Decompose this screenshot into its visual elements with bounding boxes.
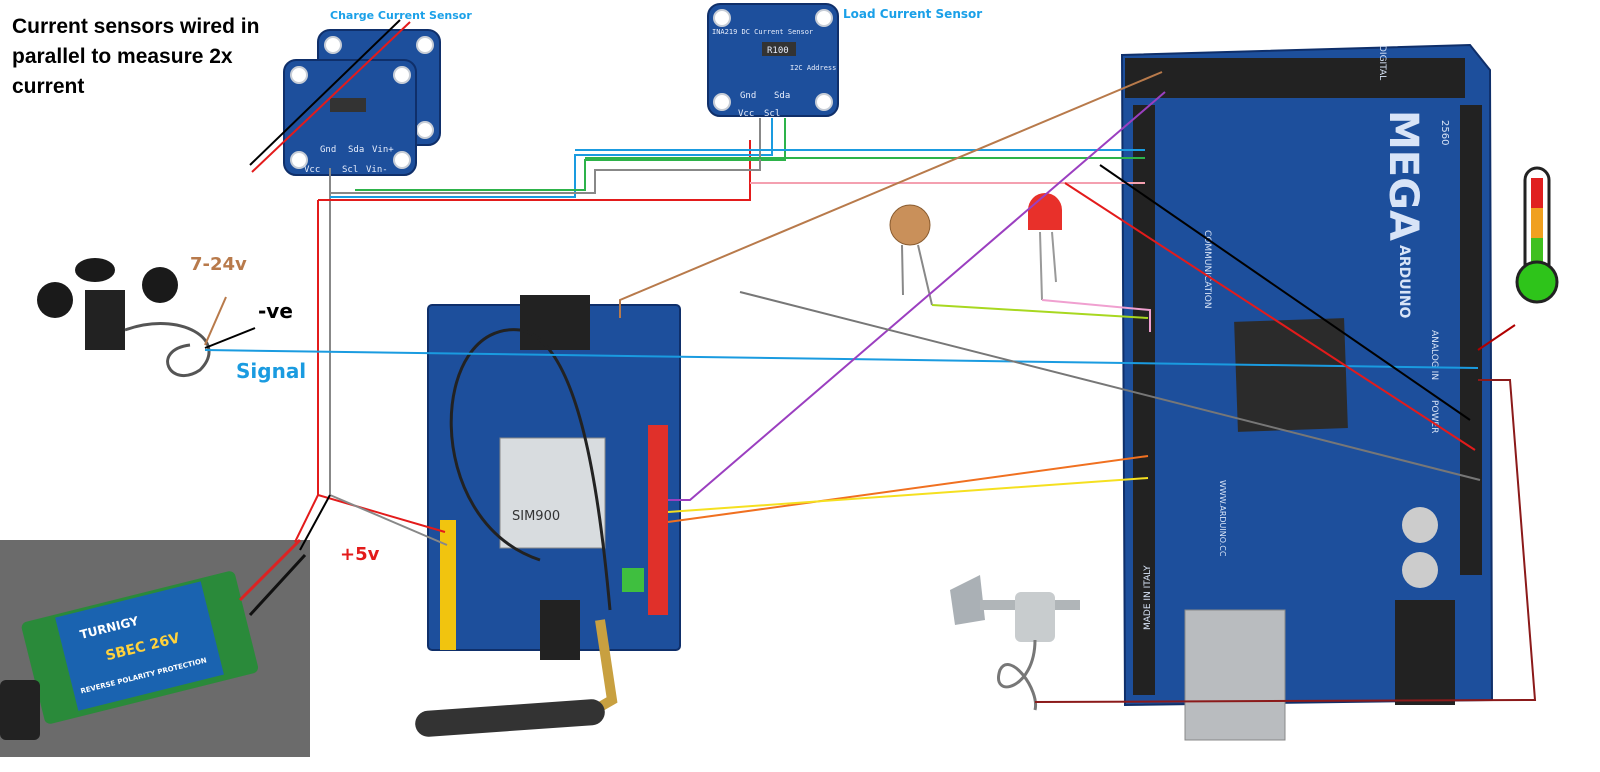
wires xyxy=(204,19,1537,703)
load-current-sensor: INA219 DC Current Sensor R100 I2C Addres… xyxy=(707,3,839,119)
analog-section-label: ANALOG IN xyxy=(1429,330,1439,380)
pin-label: Sda xyxy=(348,145,364,155)
charge-sensor-label: Charge Current Sensor xyxy=(330,9,472,22)
power-section-label: POWER xyxy=(1429,400,1439,433)
made-in-label: MADE IN ITALY xyxy=(1143,565,1153,630)
sensor-board-name: INA219 DC Current Sensor xyxy=(712,28,813,36)
resistor-label: R100 xyxy=(767,46,789,56)
temperature-sensor-icon xyxy=(1515,166,1559,304)
pin-label: Scl xyxy=(342,165,358,175)
light-dependent-resistor xyxy=(889,204,933,306)
i2c-address-label: I2C Address xyxy=(790,64,836,72)
red-led xyxy=(1028,193,1062,301)
sim900-gsm-shield: SIM900 xyxy=(415,295,681,737)
plus5v-label: +5v xyxy=(340,544,380,565)
pin-label: Vin+ xyxy=(372,145,394,155)
title-note: Current sensors wired in parallel to mea… xyxy=(12,15,260,98)
arduino-mega-board: MEGA ARDUINO 2560 COMMUNICATION ANALOG I… xyxy=(1120,43,1494,741)
negative-label: -ve xyxy=(258,299,293,323)
pin-label: Gnd xyxy=(320,145,336,155)
arduino-logo-text: ARDUINO xyxy=(1396,245,1412,319)
pin-label: Vcc xyxy=(738,109,754,119)
site-label: WWW.ARDUINO.CC xyxy=(1218,480,1227,557)
voltage-input-label: 7-24v xyxy=(190,254,247,275)
pin-label: Vin- xyxy=(366,165,388,175)
pin-label: Scl xyxy=(764,109,780,119)
charge-current-sensor-front: Gnd Vcc Scl Sda Vin- Vin+ xyxy=(283,59,417,176)
pin-label: Sda xyxy=(774,91,790,101)
turnigy-sbec-regulator: TURNIGY SBEC 26V REVERSE POLARITY PROTEC… xyxy=(0,538,310,757)
signal-label: Signal xyxy=(236,359,306,383)
digital-section-label: DIGITAL xyxy=(1377,45,1387,80)
comm-section-label: COMMUNICATION xyxy=(1202,230,1212,309)
chip-label: 2560 xyxy=(1439,120,1450,145)
anemometer xyxy=(37,258,211,377)
wind-vane xyxy=(950,575,1080,711)
load-sensor-label: Load Current Sensor xyxy=(843,7,982,21)
mega-logo-text: MEGA xyxy=(1380,110,1426,241)
pin-label: Vcc xyxy=(304,165,320,175)
sim900-label: SIM900 xyxy=(512,509,560,524)
pin-label: Gnd xyxy=(740,91,756,101)
